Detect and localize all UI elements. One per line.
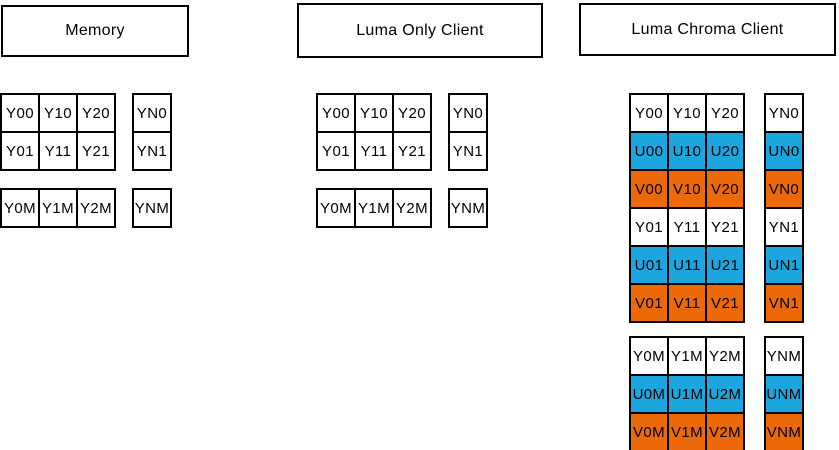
sample-cell-y00: Y00 [630,94,668,132]
sample-cell-y21: Y21 [706,208,744,246]
sample-cell-u1m: U1M [668,375,706,413]
sample-cell-y01: Y01 [1,132,39,170]
sample-cell-y10: Y10 [355,94,393,132]
sample-cell-un1: UN1 [765,246,803,284]
sample-cell-y20: Y20 [77,94,115,132]
sample-cell-u0m: U0M [630,375,668,413]
sample-cell-y00: Y00 [317,94,355,132]
sample-cell-yn1: YN1 [133,132,171,170]
sample-cell-y2m: Y2M [393,189,431,227]
sample-cell-v2m: V2M [706,413,744,450]
sample-cell-ynm: YNM [449,189,487,227]
sample-cell-y10: Y10 [39,94,77,132]
luma-only-client-title: Luma Only Client [356,21,484,39]
memory-title: Memory [65,22,125,39]
sample-cell-y21: Y21 [393,132,431,170]
luma-chroma-client-title: Luma Chroma Client [631,20,784,38]
sample-cell-v10: V10 [668,170,706,208]
sample-cell-y11: Y11 [668,208,706,246]
sample-cell-v01: V01 [630,284,668,322]
sample-cell-u10: U10 [668,132,706,170]
sample-cell-u20: U20 [706,132,744,170]
sample-cell-yn0: YN0 [133,94,171,132]
sample-cell-v1m: V1M [668,413,706,450]
sample-cell-v20: V20 [706,170,744,208]
sample-cell-y01: Y01 [317,132,355,170]
sample-cell-yn1: YN1 [765,208,803,246]
sample-cell-y1m: Y1M [668,337,706,375]
sample-cell-v21: V21 [706,284,744,322]
sample-cell-y2m: Y2M [77,189,115,227]
sample-cell-yn1: YN1 [449,132,487,170]
sample-cell-y0m: Y0M [1,189,39,227]
sample-cell-y11: Y11 [355,132,393,170]
sample-cell-vnm: VNM [765,413,803,450]
sample-cell-v11: V11 [668,284,706,322]
sample-cell-y11: Y11 [39,132,77,170]
memory-grid-lastcol-row-m: YNM [132,188,172,228]
sample-cell-y00: Y00 [1,94,39,132]
sample-cell-y0m: Y0M [630,337,668,375]
sample-cell-vn0: VN0 [765,170,803,208]
memory-title-box: Memory [1,5,189,57]
sample-cell-y20: Y20 [706,94,744,132]
sample-cell-vn1: VN1 [765,284,803,322]
sample-cell-v0m: V0M [630,413,668,450]
sample-cell-yn0: YN0 [765,94,803,132]
sample-cell-y0m: Y0M [317,189,355,227]
sample-cell-y10: Y10 [668,94,706,132]
sample-cell-y20: Y20 [393,94,431,132]
sample-cell-y1m: Y1M [355,189,393,227]
sample-cell-y2m: Y2M [706,337,744,375]
sample-cell-ynm: YNM [765,337,803,375]
luma-only-client-title-box: Luma Only Client [297,3,543,58]
sample-cell-u11: U11 [668,246,706,284]
sample-cell-unm: UNM [765,375,803,413]
sample-cell-u01: U01 [630,246,668,284]
sample-cell-u00: U00 [630,132,668,170]
sample-cell-y21: Y21 [77,132,115,170]
sample-cell-v00: V00 [630,170,668,208]
sample-cell-yn0: YN0 [449,94,487,132]
sample-cell-u21: U21 [706,246,744,284]
sample-cell-un0: UN0 [765,132,803,170]
sample-cell-y1m: Y1M [39,189,77,227]
sample-cell-u2m: U2M [706,375,744,413]
sample-cell-ynm: YNM [133,189,171,227]
sample-cell-y01: Y01 [630,208,668,246]
luma-only-grid-lastcol-row-m: YNM [448,188,488,228]
luma-chroma-client-title-box: Luma Chroma Client [579,3,836,56]
